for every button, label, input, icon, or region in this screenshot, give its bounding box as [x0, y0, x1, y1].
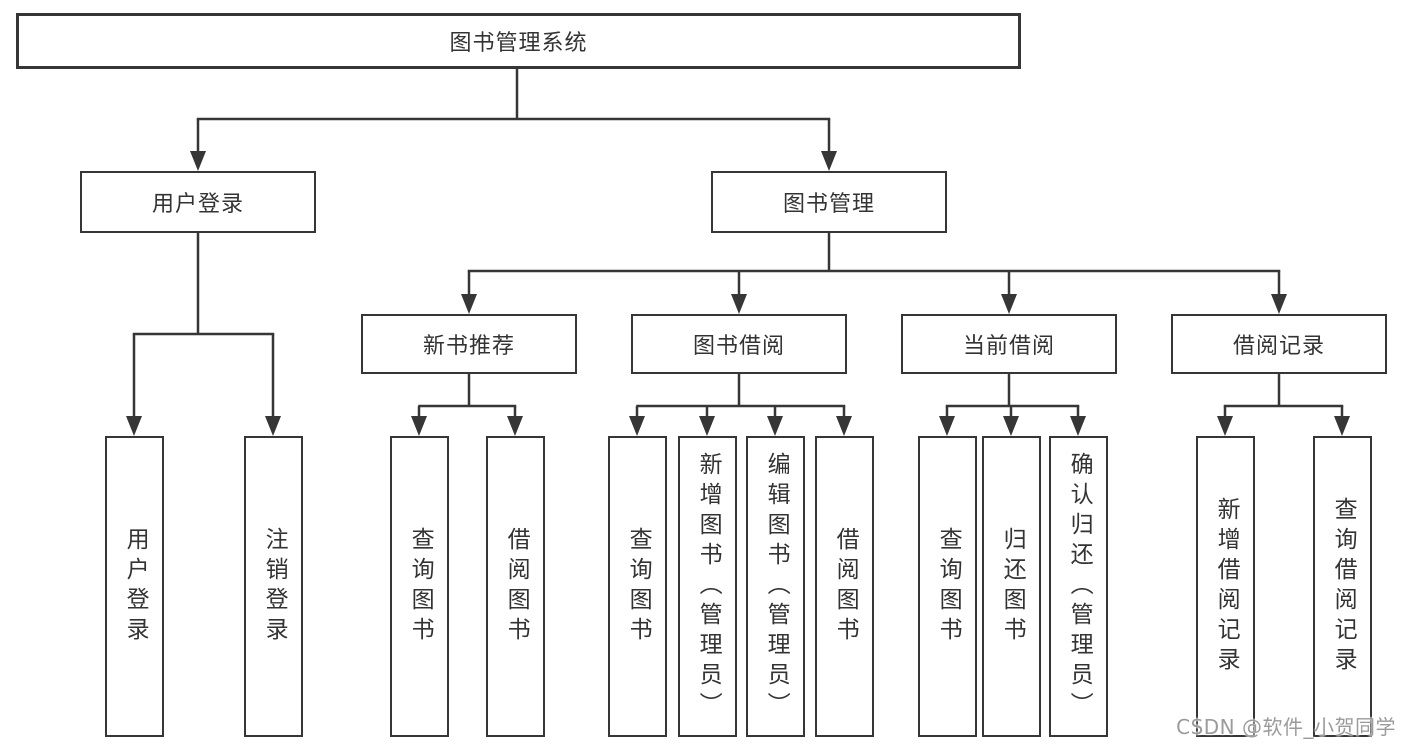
leaf-borrow-query-book: 查询图书	[608, 436, 667, 737]
node-current-borrow-label: 当前借阅	[962, 334, 1055, 359]
node-user-login: 用户登录	[80, 171, 316, 233]
node-book-borrow-label: 图书借阅	[692, 334, 785, 359]
leaf-add-book-admin: 新增图书（管理员）	[678, 436, 737, 737]
node-book-management: 图书管理	[711, 171, 947, 233]
leaf-query-borrow-record: 查询借阅记录	[1313, 436, 1372, 737]
node-book-borrow: 图书借阅	[631, 314, 847, 374]
node-library-system: 图书管理系统	[16, 13, 1021, 69]
node-new-book-recommend: 新书推荐	[361, 314, 577, 374]
leaf-recommend-borrow-book: 借阅图书	[486, 436, 545, 737]
leaf-add-borrow-record: 新增借阅记录	[1196, 436, 1255, 737]
node-borrow-records-label: 借阅记录	[1232, 334, 1325, 359]
csdn-watermark: CSDN @软件_小贺同学	[1176, 715, 1396, 739]
leaf-edit-book-admin: 编辑图书（管理员）	[746, 436, 805, 737]
leaf-recommend-query-book: 查询图书	[390, 436, 449, 737]
leaf-borrow-book: 借阅图书	[815, 436, 874, 737]
leaf-confirm-return-admin: 确认归还（管理员）	[1049, 436, 1108, 737]
node-borrow-records: 借阅记录	[1171, 314, 1387, 374]
leaf-logout: 注销登录	[244, 436, 303, 737]
leaf-return-book: 归还图书	[982, 436, 1041, 737]
node-current-borrow: 当前借阅	[901, 314, 1117, 374]
arrowheads	[126, 151, 1350, 436]
node-book-management-label: 图书管理	[782, 192, 875, 217]
leaf-current-query-book: 查询图书	[918, 436, 977, 737]
leaf-user-login: 用户登录	[105, 436, 164, 737]
node-user-login-label: 用户登录	[151, 192, 244, 217]
node-new-book-recommend-label: 新书推荐	[422, 334, 515, 359]
node-library-system-label: 图书管理系统	[449, 31, 588, 56]
